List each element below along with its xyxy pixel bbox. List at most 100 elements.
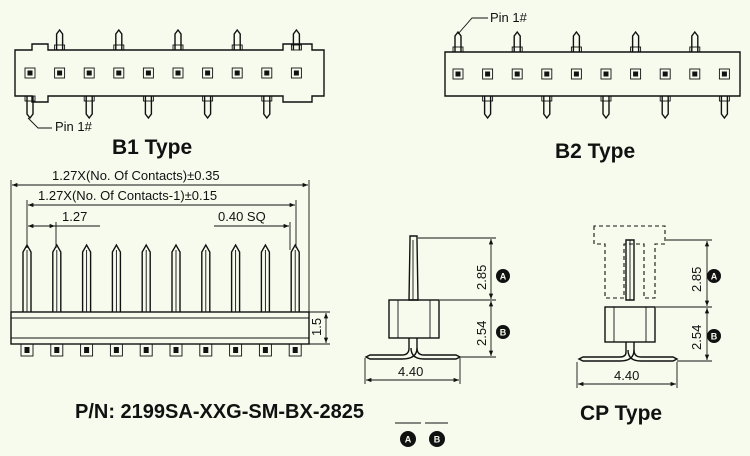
front-pin-foot bbox=[169, 343, 183, 357]
pad-core bbox=[692, 71, 698, 77]
part-number-block: P/N: 2199SA-XXG-SM-BX-2825 A B bbox=[75, 401, 448, 447]
pin bbox=[691, 30, 699, 52]
b2-pad-row bbox=[452, 68, 730, 80]
front-pin-foot-core bbox=[24, 347, 30, 353]
b2-top-view: Pin 1# B2 Type bbox=[444, 10, 741, 163]
pad-core bbox=[662, 71, 668, 77]
side-dim-width: 4.40 bbox=[398, 364, 423, 379]
pad bbox=[142, 67, 154, 79]
pad-core bbox=[293, 70, 299, 76]
pin-shoulder bbox=[659, 95, 671, 102]
pin-shoulder bbox=[113, 44, 125, 51]
pad-core bbox=[485, 71, 491, 77]
cp-view: 2.85 2.54 A B 4.40 CP Type bbox=[576, 225, 721, 425]
cp-marker-a bbox=[707, 269, 721, 283]
pin-shoulder bbox=[630, 46, 642, 53]
pad bbox=[600, 68, 612, 80]
pad-core bbox=[234, 70, 240, 76]
cp-marker-b bbox=[707, 329, 721, 343]
b1-pins-top bbox=[54, 28, 302, 51]
front-pin bbox=[141, 243, 151, 312]
front-pin-foot-core bbox=[143, 347, 149, 353]
cp-dim-width: 4.40 bbox=[614, 368, 639, 383]
b2-pins-bottom bbox=[482, 95, 730, 120]
pin-shoulder bbox=[570, 46, 582, 53]
pin bbox=[720, 96, 729, 120]
pad-core bbox=[86, 70, 92, 76]
pin bbox=[454, 30, 462, 52]
pad-core bbox=[603, 71, 609, 77]
side-view: 2.85 2.54 A B 4.40 bbox=[364, 235, 510, 384]
pin bbox=[483, 96, 492, 120]
pad-core bbox=[175, 70, 181, 76]
pin bbox=[26, 96, 34, 120]
pin bbox=[85, 96, 93, 120]
front-insulator bbox=[10, 311, 310, 345]
pad bbox=[718, 68, 730, 80]
front-pin-foot-core bbox=[262, 347, 268, 353]
front-pin bbox=[22, 243, 32, 312]
pad bbox=[689, 68, 701, 80]
front-pin bbox=[111, 243, 122, 312]
dim-overall-length: 1.27X(No. Of Contacts)±0.35 bbox=[52, 168, 220, 183]
svg-text:B: B bbox=[434, 435, 441, 445]
pn-marker-b bbox=[429, 431, 445, 447]
pad-core bbox=[514, 71, 520, 77]
b1-top-view: Pin 1# B1 Type bbox=[14, 28, 325, 159]
front-pin-foot bbox=[199, 343, 213, 357]
svg-text:A: A bbox=[405, 435, 412, 445]
dim-pin-size: 0.40 SQ bbox=[218, 209, 266, 224]
cp-insulator bbox=[604, 306, 656, 343]
front-pin-foot-core bbox=[173, 347, 179, 353]
b2-pin1-label: Pin 1# bbox=[490, 10, 528, 25]
pad-core bbox=[116, 70, 122, 76]
front-pin bbox=[171, 243, 181, 312]
pin-shoulder bbox=[54, 44, 66, 51]
pad-core bbox=[205, 70, 211, 76]
front-pin-foot bbox=[139, 343, 153, 357]
pad-core bbox=[145, 70, 151, 76]
pin-shoulder bbox=[600, 95, 612, 102]
pad-core bbox=[27, 70, 33, 76]
pin bbox=[174, 28, 182, 50]
front-pin-foot-core bbox=[54, 347, 60, 353]
pin-shoulder bbox=[718, 95, 730, 102]
front-pin bbox=[230, 243, 241, 312]
pin-shoulder bbox=[482, 95, 494, 102]
pin bbox=[144, 96, 153, 120]
pad bbox=[172, 67, 184, 79]
pad bbox=[511, 68, 523, 80]
pin-shoulder bbox=[172, 44, 184, 51]
front-pin-foot-core bbox=[292, 347, 298, 353]
pad-core bbox=[57, 70, 63, 76]
pad bbox=[231, 67, 243, 79]
front-pin bbox=[81, 243, 92, 312]
pad-core bbox=[721, 71, 727, 77]
pin-shoulder bbox=[231, 44, 243, 51]
pad bbox=[541, 68, 553, 80]
pad bbox=[452, 68, 464, 80]
pin bbox=[203, 96, 212, 120]
pin bbox=[115, 28, 123, 50]
front-pin-foot bbox=[288, 343, 302, 357]
front-pin bbox=[52, 243, 62, 312]
front-pin bbox=[290, 243, 300, 312]
b2-pins-top bbox=[452, 30, 701, 53]
front-view: 1.27X(No. Of Contacts)±0.35 1.27X(No. Of… bbox=[10, 168, 330, 357]
front-pin bbox=[260, 243, 271, 312]
pin-shoulder bbox=[541, 95, 553, 102]
pin bbox=[572, 30, 581, 52]
pad-core bbox=[544, 71, 550, 77]
pin-shoulder bbox=[689, 46, 701, 53]
pin bbox=[55, 28, 64, 50]
pad bbox=[570, 68, 582, 80]
pin bbox=[292, 28, 301, 50]
front-pin-foot-core bbox=[113, 347, 119, 353]
pin bbox=[661, 96, 669, 120]
front-pin bbox=[201, 243, 211, 312]
pin-shoulder bbox=[83, 95, 95, 102]
pin-shoulder bbox=[142, 95, 154, 102]
cp-dim-b: 2.54 bbox=[689, 325, 704, 350]
front-pin-foot bbox=[50, 343, 64, 357]
